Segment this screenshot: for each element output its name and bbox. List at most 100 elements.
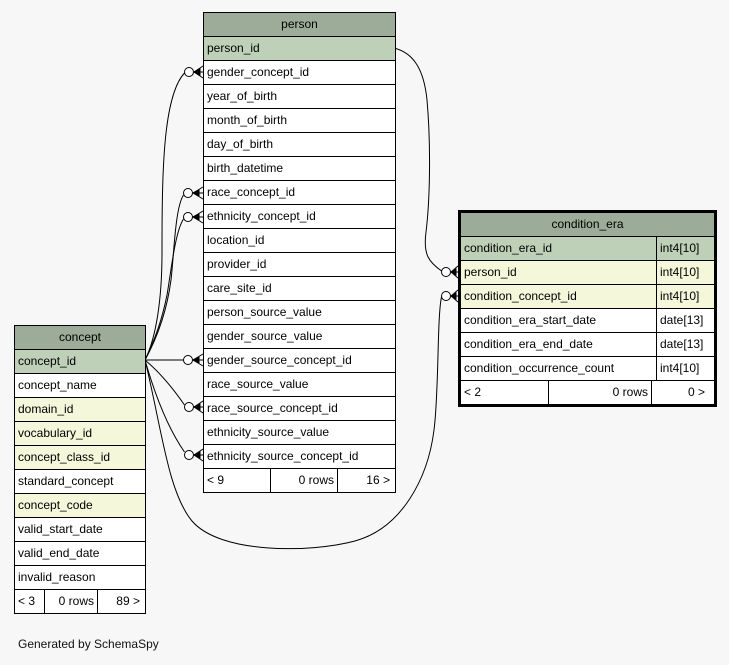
table-row[interactable]: gender_source_concept_id	[204, 349, 395, 373]
table-row[interactable]: year_of_birth	[204, 85, 395, 109]
column-name: invalid_reason	[18, 570, 96, 584]
pager-next: 16 >	[337, 469, 393, 492]
table-person[interactable]: person person_id gender_concept_id year_…	[203, 12, 396, 493]
column-name: year_of_birth	[207, 89, 278, 103]
table-row[interactable]: concept_id	[15, 350, 145, 374]
table-row[interactable]: ethnicity_source_concept_id	[204, 445, 395, 469]
row-count: 0 rows	[548, 381, 651, 404]
column-name: race_concept_id	[207, 185, 296, 199]
table-row[interactable]: gender_source_value	[204, 325, 395, 349]
column-name: ethnicity_source_concept_id	[207, 449, 359, 463]
column-name: birth_datetime	[207, 161, 284, 175]
column-name: gender_concept_id	[207, 65, 310, 79]
table-row[interactable]: condition_era_end_date date[13]	[461, 333, 714, 357]
column-name: concept_code	[18, 498, 93, 512]
table-row[interactable]: concept_name	[15, 374, 145, 398]
table-row[interactable]: ethnicity_concept_id	[204, 205, 395, 229]
table-row[interactable]: valid_end_date	[15, 542, 145, 566]
pager-prev: < 2	[464, 385, 482, 399]
pager-next: 0 >	[651, 381, 708, 404]
generated-by-caption: Generated by SchemaSpy	[18, 637, 159, 651]
column-name: condition_era_id	[464, 241, 553, 255]
table-row[interactable]: vocabulary_id	[15, 422, 145, 446]
column-name: condition_era_end_date	[464, 337, 593, 351]
row-count: 0 rows	[270, 469, 337, 492]
column-name: concept_id	[18, 354, 77, 368]
table-row[interactable]: location_id	[204, 229, 395, 253]
column-name: location_id	[207, 233, 265, 247]
table-row[interactable]: race_source_concept_id	[204, 397, 395, 421]
column-name: condition_era_start_date	[464, 313, 597, 327]
column-name: concept_name	[18, 378, 97, 392]
column-type: date[13]	[656, 309, 714, 332]
table-row[interactable]: race_source_value	[204, 373, 395, 397]
column-name: month_of_birth	[207, 113, 288, 127]
column-name: care_site_id	[207, 281, 272, 295]
rel-concept_id-to-gender_concept_id	[144, 72, 185, 361]
column-name: person_id	[207, 41, 260, 55]
table-row[interactable]: gender_concept_id	[204, 61, 395, 85]
rel-person_id-to-condition_era-person_id	[393, 47, 442, 272]
column-type: int4[10]	[656, 261, 714, 284]
table-row[interactable]: condition_era_start_date date[13]	[461, 309, 714, 333]
column-name: gender_source_value	[207, 329, 323, 343]
column-name: race_source_concept_id	[207, 401, 338, 415]
fk-connector-condition_era-person_id	[441, 265, 459, 279]
table-condition_era[interactable]: condition_era condition_era_id int4[10] …	[458, 210, 717, 407]
fk-connector-race_concept_id	[183, 186, 204, 200]
fk-connector-ethnicity_concept_id	[183, 210, 204, 224]
rel-concept_id-to-race_concept_id	[144, 194, 184, 361]
table-row[interactable]: care_site_id	[204, 277, 395, 301]
column-name: ethnicity_concept_id	[207, 209, 316, 223]
fk-connector-gender_source_concept_id	[183, 353, 204, 367]
table-condition_era-title[interactable]: condition_era	[461, 213, 714, 237]
rel-concept_id-to-ethnicity_concept_id	[144, 218, 184, 361]
pager-next: 89 >	[97, 590, 143, 613]
column-name: gender_source_concept_id	[207, 353, 352, 367]
column-name: vocabulary_id	[18, 426, 93, 440]
column-type: int4[10]	[656, 357, 714, 380]
table-row[interactable]: valid_start_date	[15, 518, 145, 542]
table-row[interactable]: day_of_birth	[204, 133, 395, 157]
table-row[interactable]: domain_id	[15, 398, 145, 422]
table-person-title[interactable]: person	[204, 13, 395, 37]
table-row[interactable]: invalid_reason	[15, 566, 145, 590]
row-count: 0 rows	[44, 590, 97, 613]
table-row[interactable]: person_id	[204, 37, 395, 61]
column-name: ethnicity_source_value	[207, 425, 330, 439]
table-row[interactable]: person_source_value	[204, 301, 395, 325]
column-name: day_of_birth	[207, 137, 274, 151]
table-row[interactable]: provider_id	[204, 253, 395, 277]
table-row[interactable]: ethnicity_source_value	[204, 421, 395, 445]
column-name: concept_class_id	[18, 450, 111, 464]
rel-concept_id-to-ethnicity_source_concept_id	[144, 359, 185, 453]
table-row[interactable]: race_concept_id	[204, 181, 395, 205]
fk-connector-race_source_concept_id	[184, 400, 204, 414]
table-concept[interactable]: concept concept_id concept_name domain_i…	[14, 325, 146, 614]
column-name: standard_concept	[18, 474, 114, 488]
column-name: race_source_value	[207, 377, 309, 391]
column-name: person_id	[464, 265, 517, 279]
table-row[interactable]: standard_concept	[15, 470, 145, 494]
column-name: condition_concept_id	[464, 289, 577, 303]
table-row[interactable]: person_id int4[10]	[461, 261, 714, 285]
table-row[interactable]: concept_class_id	[15, 446, 145, 470]
rel-concept_id-to-race_source_concept_id	[144, 359, 185, 406]
column-name: person_source_value	[207, 305, 322, 319]
table-concept-title[interactable]: concept	[15, 326, 145, 350]
table-concept-footer: < 3 0 rows 89 >	[15, 590, 145, 613]
fk-connector-condition_concept_id	[441, 289, 459, 303]
table-row[interactable]: concept_code	[15, 494, 145, 518]
column-name: domain_id	[18, 402, 74, 416]
table-row[interactable]: condition_concept_id int4[10]	[461, 285, 714, 309]
column-name: provider_id	[207, 257, 267, 271]
pager-prev: < 9	[207, 473, 225, 487]
table-row[interactable]: condition_occurrence_count int4[10]	[461, 357, 714, 381]
fk-connector-gender_concept_id	[184, 65, 204, 79]
column-type: date[13]	[656, 333, 714, 356]
table-row[interactable]: month_of_birth	[204, 109, 395, 133]
fk-connector-ethnicity_source_concept_id	[184, 448, 204, 462]
table-row[interactable]: birth_datetime	[204, 157, 395, 181]
column-name: valid_start_date	[18, 522, 103, 536]
table-row[interactable]: condition_era_id int4[10]	[461, 237, 714, 261]
